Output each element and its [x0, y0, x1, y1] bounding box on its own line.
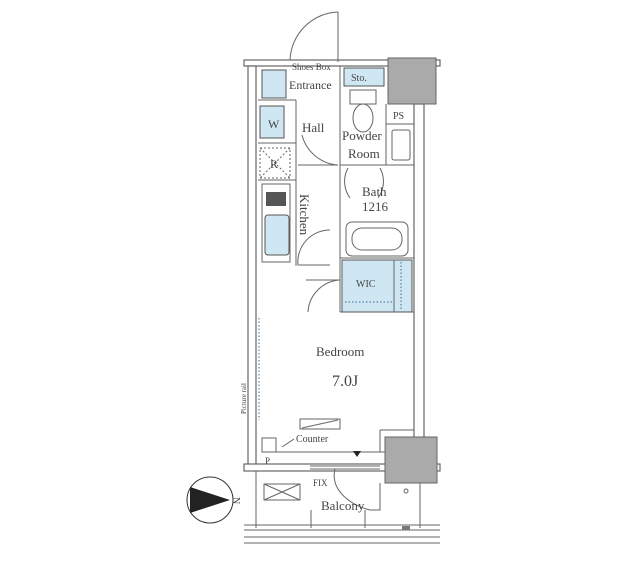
sink-icon: [264, 214, 290, 256]
kitchen-door[interactable]: [297, 229, 331, 266]
powder-room-label-1: Powder: [342, 128, 382, 143]
storage-label: Sto.: [351, 73, 367, 84]
p-label: P: [265, 456, 270, 466]
refrigerator-space: [259, 147, 291, 179]
bathtub: [345, 221, 409, 257]
hall-label: Hall: [302, 120, 325, 135]
shoes-box-label: Shoes Box: [292, 62, 331, 72]
north-arrow-icon: [190, 487, 230, 513]
bedroom-size-label: 7.0J: [332, 373, 358, 390]
north-compass: N: [186, 476, 241, 524]
entrance-label: Entrance: [289, 78, 332, 92]
counter-label: Counter: [296, 434, 329, 445]
shoes-box: [261, 69, 287, 99]
bath-door[interactable]: [344, 167, 384, 199]
entrance-door[interactable]: [289, 11, 339, 62]
washbasin: [391, 129, 411, 161]
doors: [289, 11, 384, 313]
fixtures: [244, 67, 440, 544]
toilet-bowl: [352, 103, 374, 133]
bedroom-label: Bedroom: [316, 344, 364, 359]
kitchen-label: Kitchen: [297, 194, 312, 236]
stove-icon: [266, 192, 286, 206]
bedroom-door[interactable]: [306, 279, 341, 313]
room-labels: Shoes Box Entrance Sto. PS W Hall Powder…: [240, 62, 404, 513]
kitchen-counter: [261, 183, 291, 263]
counter-shape: [299, 418, 341, 430]
picture-rail-label: Picture rail: [240, 383, 248, 414]
bath-label: Bath: [362, 184, 387, 199]
washer-pan: [259, 105, 285, 139]
powder-room-label-2: Room: [348, 146, 380, 161]
pipe-space-label: PS: [393, 111, 404, 122]
washer-label: W: [268, 117, 280, 131]
storage: [343, 67, 385, 87]
bath-size-label: 1216: [362, 199, 389, 214]
toilet-tank: [349, 89, 377, 105]
walk-in-closet: [341, 259, 413, 313]
aircon-unit: [263, 483, 301, 501]
hall-door[interactable]: [298, 134, 339, 166]
structural-column-bottom: [384, 436, 438, 484]
window-marker-icon: [353, 451, 361, 457]
fix-label: FIX: [313, 478, 328, 488]
refrigerator-label: R: [270, 157, 278, 171]
balcony-label: Balcony: [321, 498, 365, 513]
structural-column-top: [387, 57, 437, 105]
north-label: N: [230, 497, 241, 504]
pipe-box: [261, 437, 277, 453]
wic-label: WIC: [356, 279, 376, 290]
